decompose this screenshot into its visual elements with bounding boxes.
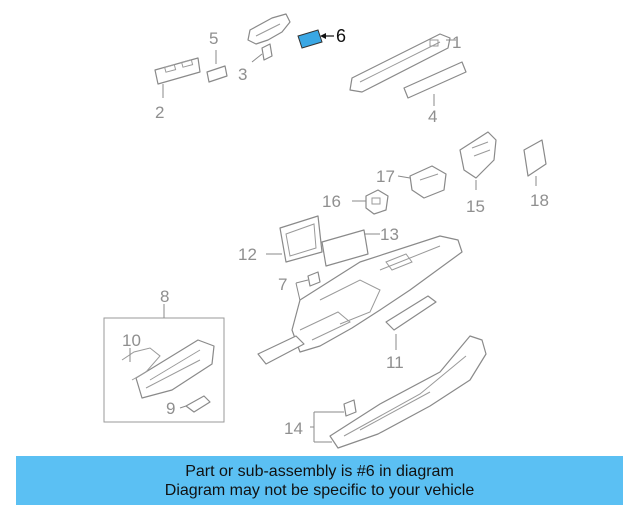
part-18-plate (523, 139, 547, 177)
part-4-strip (403, 61, 467, 99)
part-6-highlighted (297, 29, 323, 49)
banner-line-1: Part or sub-assembly is #6 in diagram (185, 462, 454, 480)
callout-1: 1 (452, 33, 461, 52)
arrow-6 (320, 33, 326, 39)
callout-17: 17 (376, 167, 395, 186)
callout-10: 10 (122, 331, 141, 350)
callout-5: 5 (209, 29, 218, 48)
callout-14: 14 (284, 419, 303, 438)
part-3-bracket (247, 13, 291, 61)
callout-16: 16 (322, 192, 341, 211)
callout-3: 3 (238, 65, 247, 84)
callout-13: 13 (380, 225, 399, 244)
callout-8: 8 (160, 287, 169, 306)
part-13-cover (321, 229, 369, 267)
part-10-cable (121, 347, 161, 381)
part-16-switch (365, 189, 389, 215)
part-15-cover (459, 131, 497, 179)
part-14-clip (343, 399, 357, 417)
inset-box-8: 8 10 9 (103, 287, 225, 423)
info-banner: Part or sub-assembly is #6 in diagram Di… (16, 456, 623, 505)
lower-console-rail (329, 335, 487, 449)
banner-line-2: Diagram may not be specific to your vehi… (164, 481, 475, 499)
center-console-assembly (257, 235, 463, 365)
part-7-clip (307, 271, 321, 287)
part-11-strip (385, 295, 437, 331)
callout-9: 9 (166, 399, 175, 418)
part-17-shifter-trim (409, 165, 447, 199)
callout-11: 11 (386, 353, 404, 372)
part-9-latch (185, 395, 211, 413)
callout-12: 12 (238, 245, 257, 264)
callout-7: 7 (278, 275, 287, 294)
callout-15: 15 (466, 197, 485, 216)
callout-18: 18 (530, 191, 549, 210)
callout-6: 6 (336, 26, 346, 46)
callout-4: 4 (428, 107, 437, 126)
part-5-plate (206, 65, 228, 83)
part-1-upper-trim (349, 33, 451, 93)
part-2-bezel (154, 57, 201, 85)
part-12-panel (279, 215, 323, 263)
callout-2: 2 (155, 103, 164, 122)
